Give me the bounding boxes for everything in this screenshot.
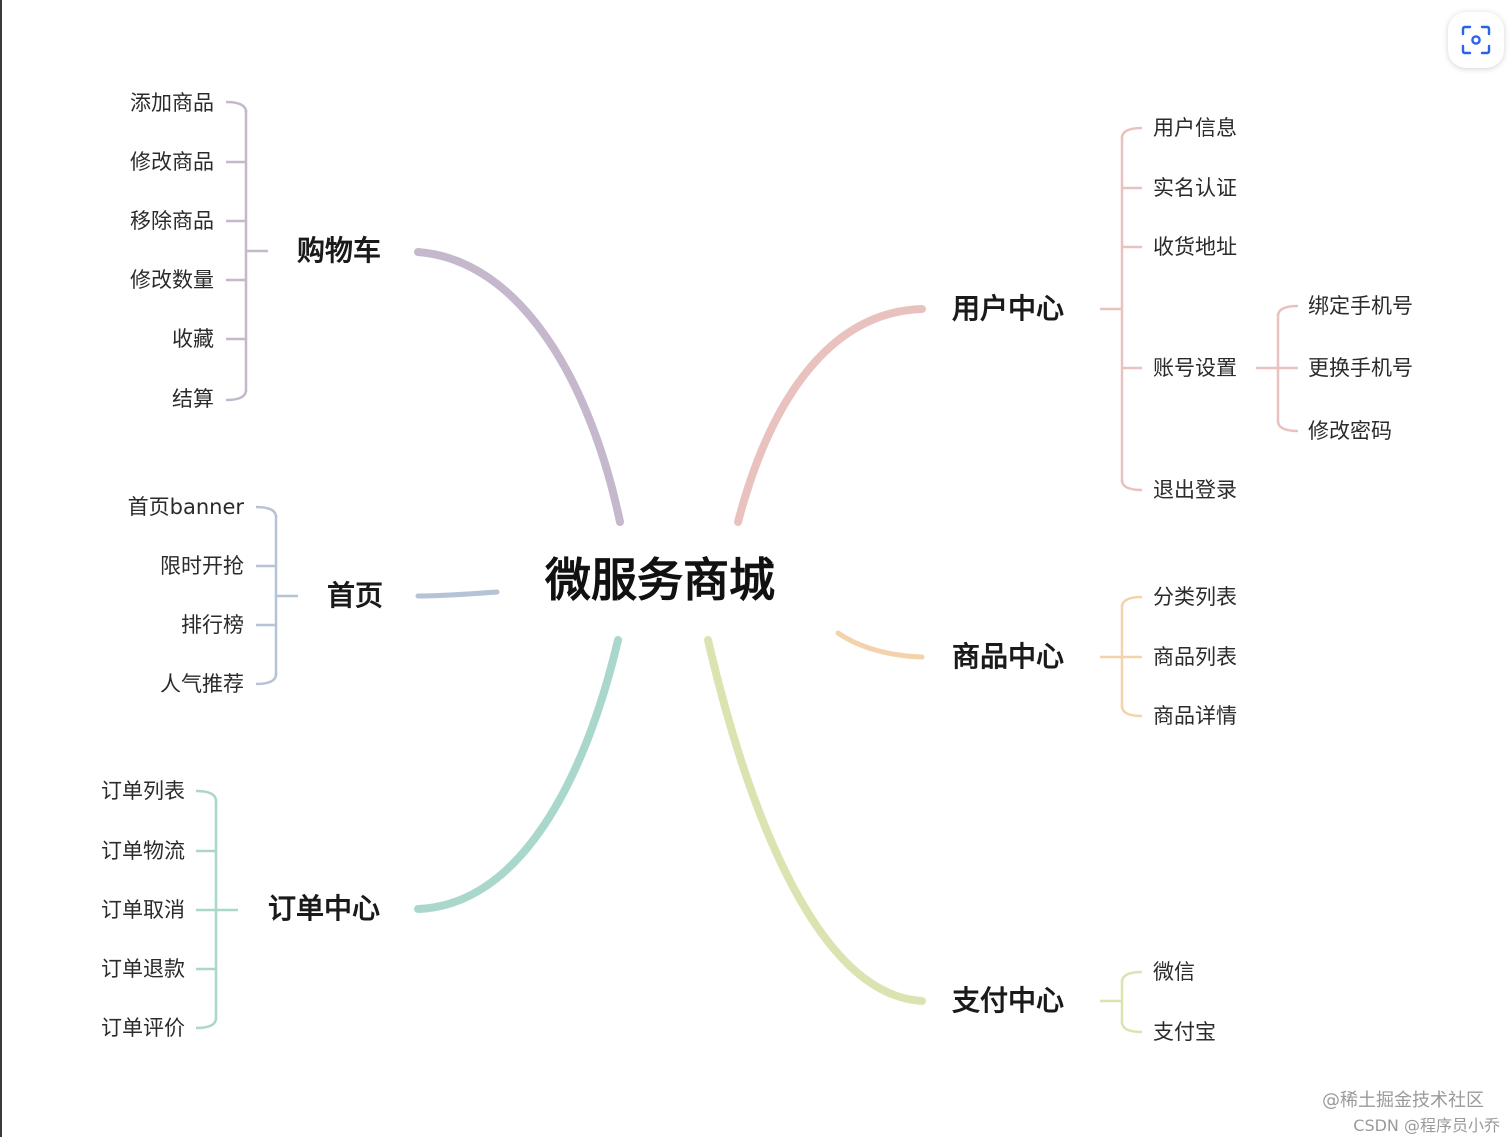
bracket-home xyxy=(255,505,298,686)
branch-order-label[interactable]: 订单中心 xyxy=(268,892,381,925)
branch-cart-label[interactable]: 购物车 xyxy=(297,234,382,267)
leaf-home-flash-sale[interactable]: 限时开抢 xyxy=(160,554,244,578)
leaf-product-detail[interactable]: 商品详情 xyxy=(1153,704,1237,728)
connector-payment xyxy=(704,636,926,1005)
leaf-cart-quantity[interactable]: 修改数量 xyxy=(130,268,214,292)
connector-user xyxy=(734,305,926,526)
leaf-user-realname[interactable]: 实名认证 xyxy=(1153,176,1237,200)
leaf-account-change-phone[interactable]: 更换手机号 xyxy=(1308,356,1413,380)
watermark-csdn: CSDN @程序员小乔 xyxy=(1353,1116,1500,1135)
branch-product-label[interactable]: 商品中心 xyxy=(952,640,1065,673)
scan-button[interactable] xyxy=(1448,12,1504,68)
leaf-order-review[interactable]: 订单评价 xyxy=(101,1016,185,1040)
connector-order xyxy=(414,636,622,913)
leaf-payment-wechat[interactable]: 微信 xyxy=(1153,960,1195,984)
bracket-user xyxy=(1100,126,1143,492)
leaf-cart-checkout[interactable]: 结算 xyxy=(172,387,214,411)
connector-product xyxy=(835,630,925,660)
leaf-cart-favorite[interactable]: 收藏 xyxy=(172,327,214,351)
scan-icon xyxy=(1461,25,1491,55)
watermark-juejin: @稀土掘金技术社区 xyxy=(1322,1090,1484,1111)
leaf-order-logistics[interactable]: 订单物流 xyxy=(101,839,185,863)
leaf-cart-remove[interactable]: 移除商品 xyxy=(130,209,214,233)
root-node-label[interactable]: 微服务商城 xyxy=(545,553,775,607)
bracket-cart xyxy=(225,100,268,402)
bracket-order xyxy=(195,789,238,1030)
bracket-account-settings xyxy=(1256,304,1299,433)
leaf-account-change-password[interactable]: 修改密码 xyxy=(1308,419,1392,443)
leaf-user-logout[interactable]: 退出登录 xyxy=(1153,478,1237,502)
branch-user-label[interactable]: 用户中心 xyxy=(952,292,1065,325)
leaf-account-bind-phone[interactable]: 绑定手机号 xyxy=(1308,294,1413,318)
leaf-product-category[interactable]: 分类列表 xyxy=(1153,585,1237,609)
connector-cart xyxy=(414,248,624,526)
bracket-payment xyxy=(1100,970,1143,1034)
leaf-home-banner[interactable]: 首页banner xyxy=(127,495,244,519)
leaf-home-popular[interactable]: 人气推荐 xyxy=(160,672,244,696)
leaf-home-ranking[interactable]: 排行榜 xyxy=(181,613,244,637)
leaf-user-info[interactable]: 用户信息 xyxy=(1153,116,1237,140)
leaf-product-list[interactable]: 商品列表 xyxy=(1153,645,1237,669)
branch-payment-label[interactable]: 支付中心 xyxy=(952,984,1065,1017)
leaf-user-account-settings[interactable]: 账号设置 xyxy=(1153,356,1237,380)
left-edge-border xyxy=(0,0,2,1137)
leaf-order-cancel[interactable]: 订单取消 xyxy=(101,898,185,922)
branch-home-label[interactable]: 首页 xyxy=(327,579,384,612)
leaf-order-refund[interactable]: 订单退款 xyxy=(101,957,185,981)
bracket-product xyxy=(1100,595,1143,718)
leaf-order-list[interactable]: 订单列表 xyxy=(101,779,185,803)
leaf-payment-alipay[interactable]: 支付宝 xyxy=(1153,1020,1216,1044)
leaf-user-address[interactable]: 收货地址 xyxy=(1153,235,1237,259)
leaf-cart-add[interactable]: 添加商品 xyxy=(130,91,214,115)
leaf-cart-edit[interactable]: 修改商品 xyxy=(130,150,214,174)
connector-home xyxy=(415,589,500,599)
